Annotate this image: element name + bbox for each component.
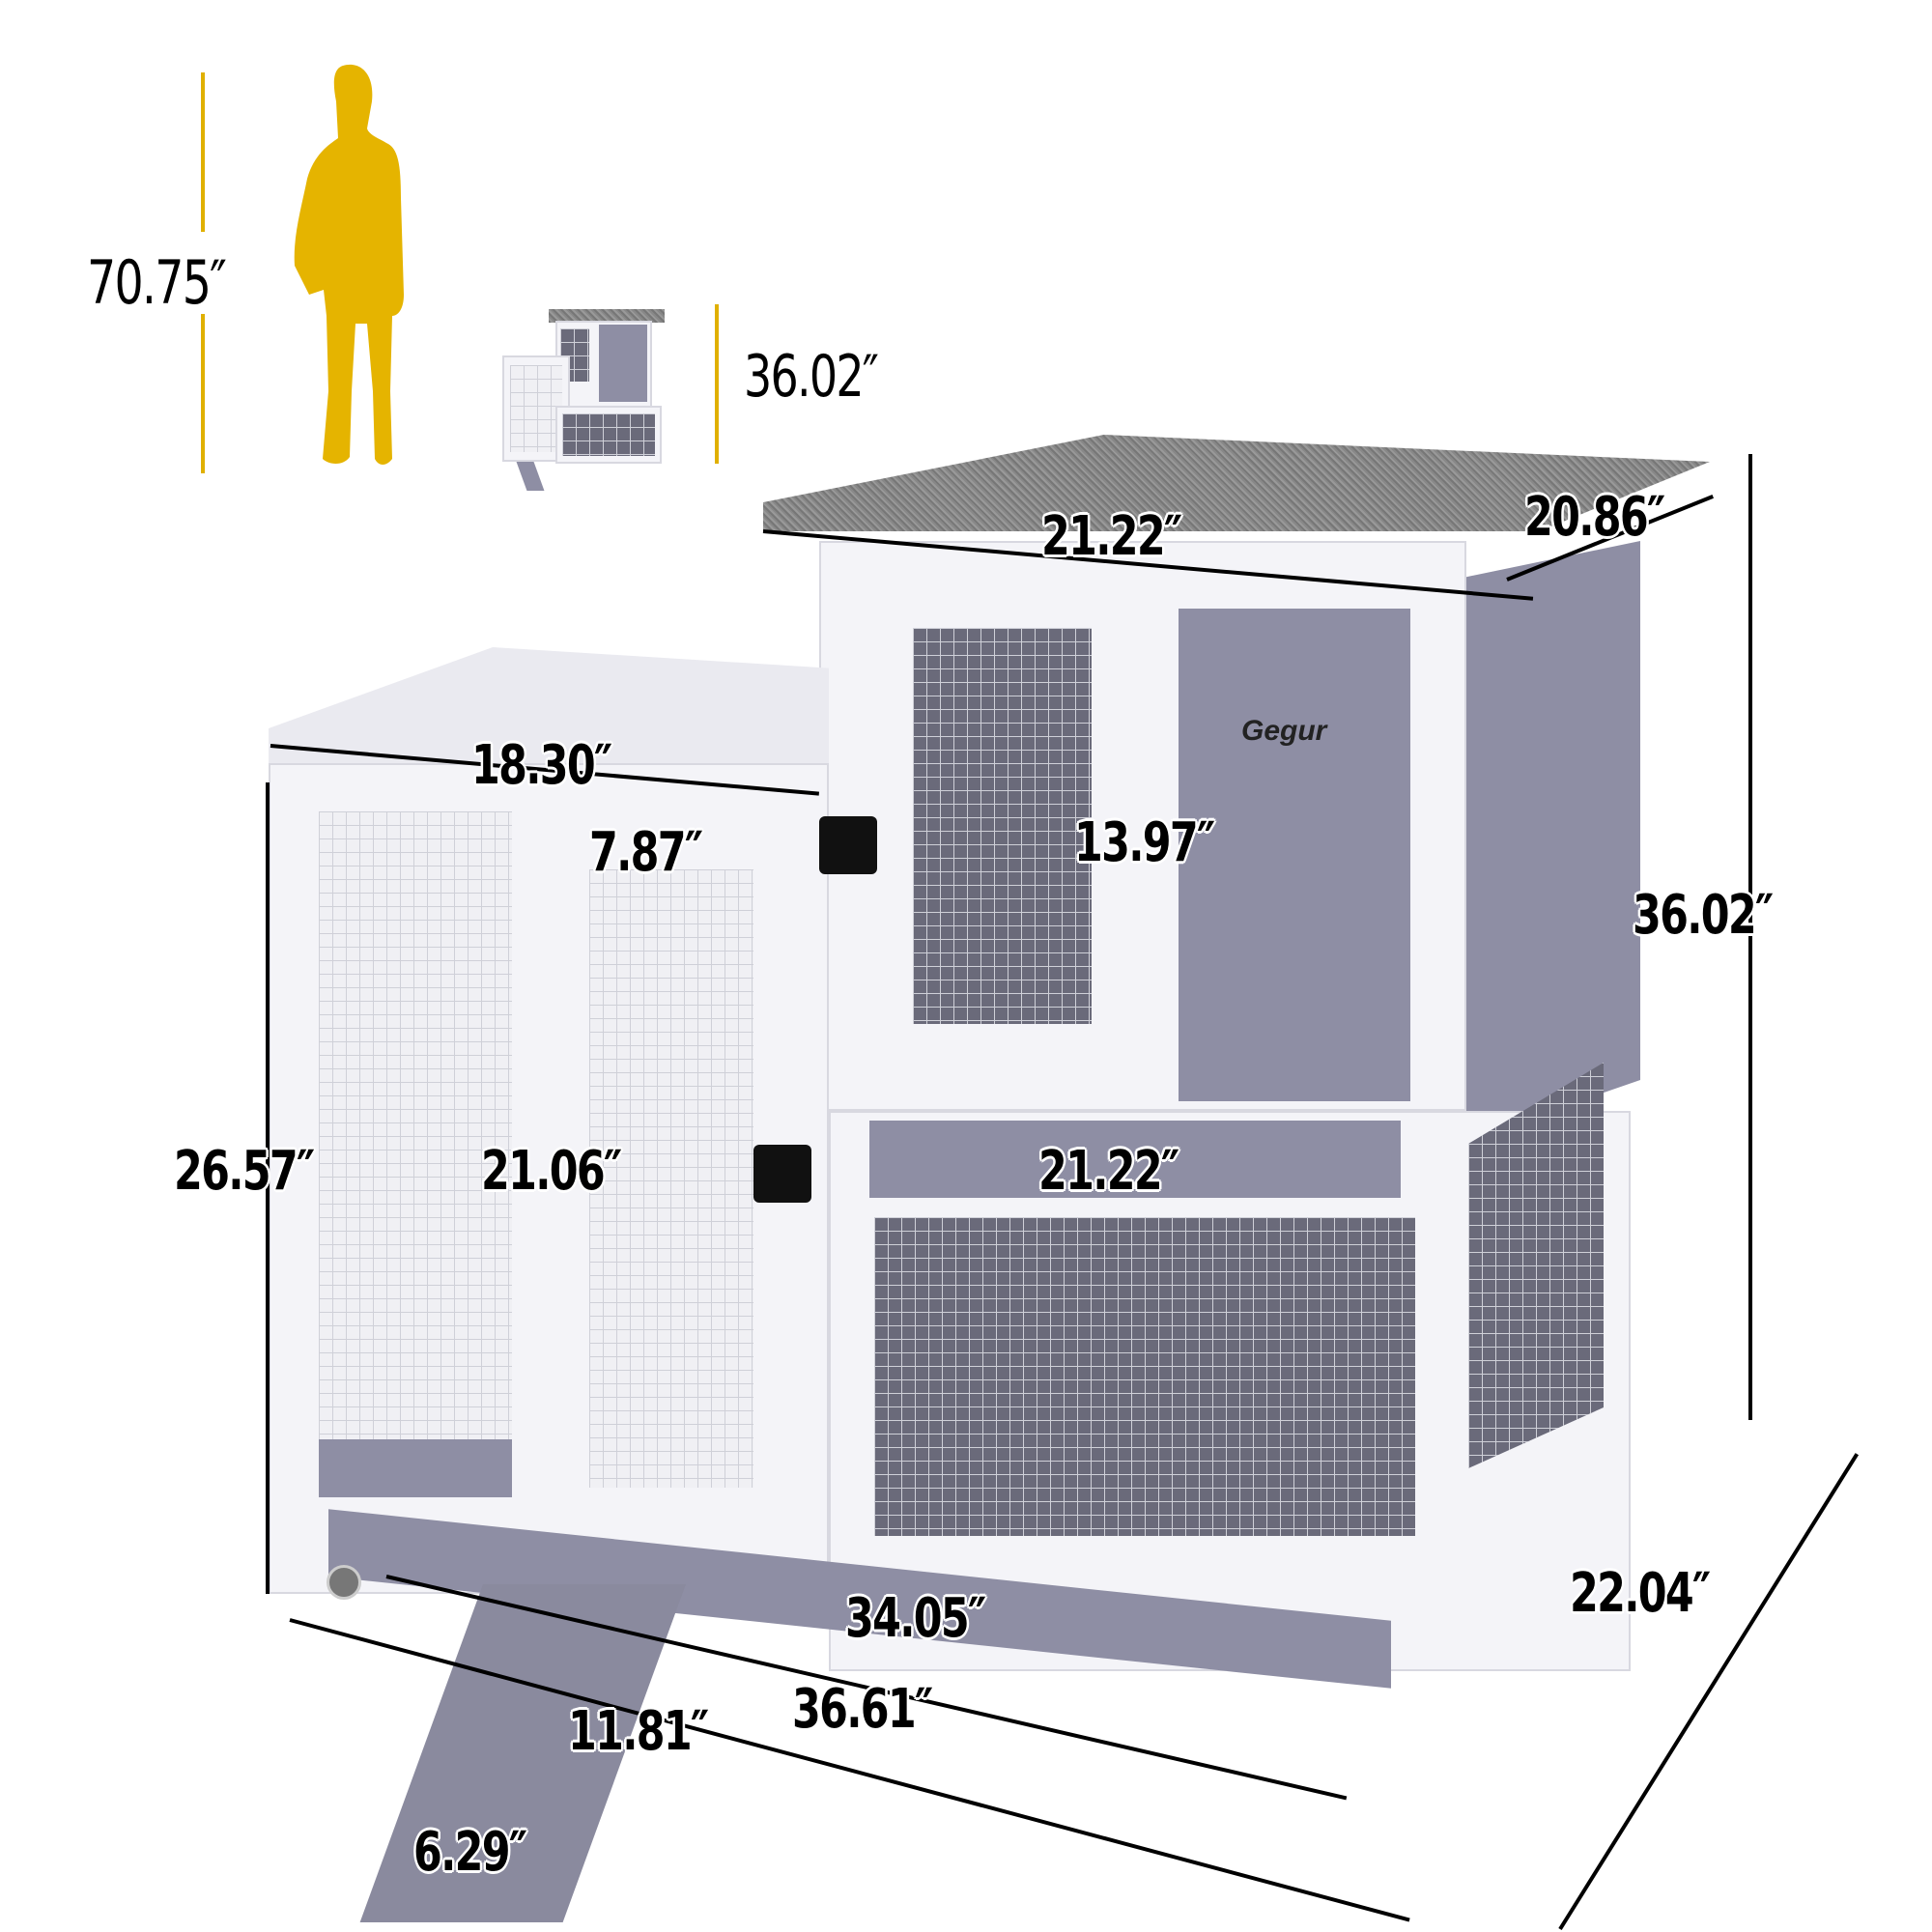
lower-latch-icon bbox=[753, 1145, 811, 1203]
ramp-length-label: 11.81″ bbox=[568, 1700, 709, 1763]
roof-width-label: 21.22″ bbox=[1041, 505, 1182, 568]
overall-width-label: 36.61″ bbox=[792, 1678, 933, 1741]
person-height-line-bottom bbox=[201, 314, 205, 473]
gegur-logo: Gegur bbox=[1241, 715, 1327, 747]
upper-door-mesh bbox=[913, 628, 1092, 1024]
run-door-height-label: 21.06″ bbox=[481, 1140, 622, 1203]
ramp-width-label: 6.29″ bbox=[413, 1821, 527, 1884]
lower-run-side-mesh bbox=[1468, 1063, 1604, 1468]
person-silhouette-icon bbox=[294, 64, 404, 466]
run-door-width-label: 7.87″ bbox=[589, 821, 703, 884]
upper-door-height-label: 13.97″ bbox=[1074, 811, 1215, 874]
run-top-width-label: 18.30″ bbox=[471, 734, 612, 797]
upper-latch-icon bbox=[819, 816, 877, 874]
run-height-label: 26.57″ bbox=[174, 1140, 315, 1203]
small-hutch-thumbnail bbox=[502, 299, 696, 493]
base-width-label: 34.05″ bbox=[845, 1587, 986, 1650]
run-side-mesh bbox=[319, 811, 512, 1439]
pull-out-tray bbox=[869, 1121, 1401, 1198]
total-height-label: 36.02″ bbox=[1633, 884, 1774, 947]
total-height-line bbox=[1748, 454, 1752, 1420]
small-hutch-height-label: 36.02″ bbox=[744, 343, 879, 411]
run-floor-tray bbox=[319, 1439, 512, 1497]
roof-depth-label: 20.86″ bbox=[1524, 486, 1665, 549]
run-height-line bbox=[266, 782, 270, 1594]
lower-run-mesh bbox=[874, 1217, 1415, 1536]
wheel-icon bbox=[327, 1565, 361, 1600]
person-height-label: 70.75″ bbox=[87, 247, 227, 318]
small-hutch-height-line bbox=[715, 304, 719, 464]
tray-width-label: 21.22″ bbox=[1038, 1140, 1179, 1203]
run-door-mesh bbox=[589, 869, 753, 1488]
upper-house-front-panel bbox=[1179, 609, 1410, 1101]
upper-house-side-panel bbox=[1466, 541, 1640, 1140]
person-height-line-top bbox=[201, 72, 205, 232]
overall-depth-label: 22.04″ bbox=[1570, 1562, 1711, 1625]
